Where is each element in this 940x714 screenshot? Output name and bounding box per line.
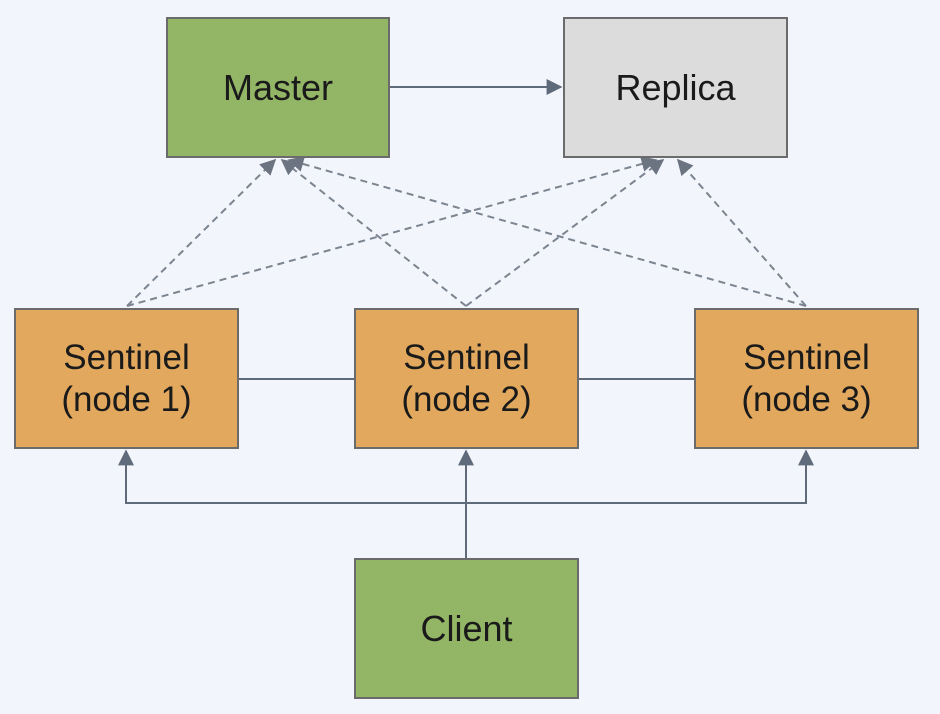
sentinel-node-1: Sentinel (node 1)	[14, 308, 239, 449]
sentinel-node-3: Sentinel (node 3)	[694, 308, 919, 449]
edge-sentinel3-to-master	[287, 156, 807, 307]
edge-client-to-sentinel1	[118, 449, 466, 504]
sentinel-1-subtitle: (node 1)	[61, 379, 192, 419]
master-node: Master	[166, 17, 390, 158]
sentinel-3-title: Sentinel	[743, 337, 870, 377]
replica-label: Replica	[615, 66, 736, 108]
edge-client-to-sentinel3	[466, 449, 814, 504]
sentinel-node-2: Sentinel (node 2)	[354, 308, 579, 449]
sentinel-2-title: Sentinel	[403, 337, 530, 377]
client-node: Client	[354, 558, 579, 699]
edge-sentinel2-to-replica	[465, 159, 665, 307]
replica-node: Replica	[563, 17, 788, 158]
client-label: Client	[420, 607, 513, 649]
sentinel-3-subtitle: (node 3)	[741, 379, 872, 419]
master-label: Master	[222, 66, 334, 108]
edge-sentinel2-to-master	[280, 159, 467, 307]
edge-sentinel1-to-master	[126, 158, 277, 307]
sentinel-2-subtitle: (node 2)	[401, 379, 532, 419]
edge-sentinel1-to-replica	[126, 156, 658, 307]
sentinel-1-title: Sentinel	[63, 337, 190, 377]
edge-sentinel3-to-replica	[676, 158, 807, 307]
